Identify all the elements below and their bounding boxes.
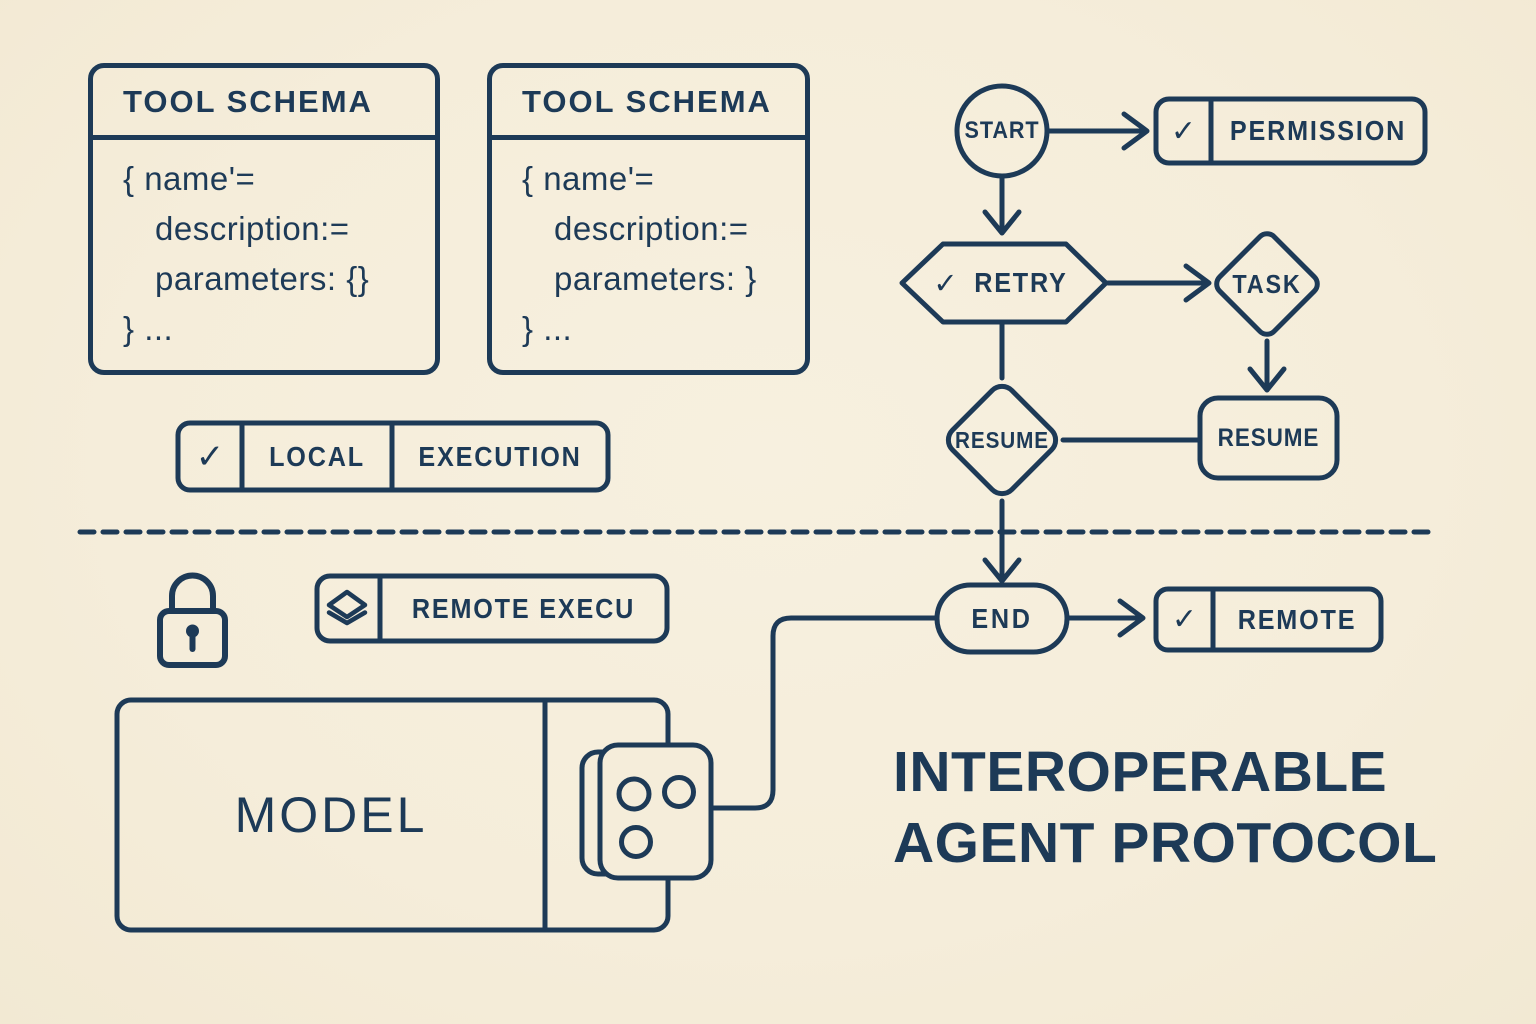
- schema-line: { name'=: [522, 160, 655, 197]
- schema-line: description:=: [554, 210, 749, 247]
- schema-line: { name'=: [123, 160, 256, 197]
- arrowhead-start-to-permission: [1121, 111, 1150, 151]
- padlock-icon: [157, 572, 228, 668]
- check-icon: ✓: [1170, 113, 1197, 149]
- arrowhead-task-to-resume-box: [1247, 366, 1287, 393]
- task-diamond: [1214, 231, 1320, 337]
- retry-node-content: ✓ RETRY: [905, 244, 1101, 322]
- local-badge-label-execution: EXECUTION: [418, 440, 582, 472]
- check-icon: ✓: [933, 266, 958, 300]
- remote-exec-badge-label: REMOTE EXECU: [411, 592, 636, 624]
- layers-icon-bottom: [326, 610, 368, 626]
- retry-node-label: RETRY: [973, 267, 1068, 298]
- plug-pin-hole-bottom: [619, 825, 653, 859]
- layers-icon: [326, 589, 368, 626]
- model-box-label: MODEL: [234, 787, 428, 843]
- remote-badge-label: REMOTE: [1237, 603, 1357, 635]
- task-node-label: TASK: [1232, 268, 1302, 299]
- tool-schema-card-2-body: { name'= description:= parameters: } } .…: [492, 140, 805, 354]
- schema-line: } ...: [123, 310, 174, 347]
- check-icon: ✓: [195, 436, 225, 477]
- page-title: INTEROPERABLE AGENT PROTOCOL: [893, 737, 1437, 879]
- padlock-body: [157, 608, 228, 668]
- tool-schema-card-2: TOOL SCHEMA { name'= description:= param…: [487, 63, 810, 375]
- start-node-label: START: [964, 117, 1040, 144]
- layers-icon-top: [326, 589, 368, 620]
- arrowhead-resume-to-end: [982, 557, 1022, 584]
- remote-badge-outline: [1153, 586, 1384, 653]
- tool-schema-card-1-body: { name'= description:= parameters: {} } …: [93, 140, 435, 354]
- schema-line: } ...: [522, 310, 573, 347]
- padlock-shackle: [169, 572, 216, 614]
- resume-box-label: RESUME: [1217, 423, 1320, 452]
- resume-box-outline: [1197, 395, 1340, 481]
- permission-badge-outline: [1153, 96, 1428, 166]
- tool-schema-card-1: TOOL SCHEMA { name'= description:= param…: [88, 63, 440, 375]
- arrowhead-start-to-retry: [982, 209, 1022, 236]
- page-title-line-2: AGENT PROTOCOL: [893, 811, 1438, 875]
- arrowhead-end-to-remote: [1117, 598, 1146, 638]
- plug-pin-hole-top-left: [616, 776, 652, 812]
- schema-line: parameters: }: [554, 260, 757, 297]
- plug-pin-hole-top-right: [662, 775, 696, 809]
- check-icon: ✓: [1171, 602, 1198, 637]
- padlock-keyhole: [186, 624, 199, 638]
- permission-badge-label: PERMISSION: [1229, 115, 1407, 146]
- schema-line: description:=: [155, 210, 350, 247]
- remote-exec-badge-outline: [314, 573, 670, 644]
- local-badge-label-local: LOCAL: [269, 440, 365, 472]
- plug-wire-to-end: [708, 615, 938, 811]
- schema-line: parameters: {}: [155, 260, 370, 297]
- end-node-label: END: [971, 602, 1033, 634]
- tool-schema-card-2-title: TOOL SCHEMA: [492, 68, 805, 140]
- resume-diamond-label: RESUME: [955, 426, 1049, 453]
- resume-diamond: [945, 383, 1059, 497]
- arrowhead-retry-to-task: [1183, 263, 1212, 303]
- tool-schema-card-1-title: TOOL SCHEMA: [93, 68, 435, 140]
- plug-front-plate: [597, 742, 714, 881]
- page-title-line-1: INTEROPERABLE: [893, 740, 1388, 804]
